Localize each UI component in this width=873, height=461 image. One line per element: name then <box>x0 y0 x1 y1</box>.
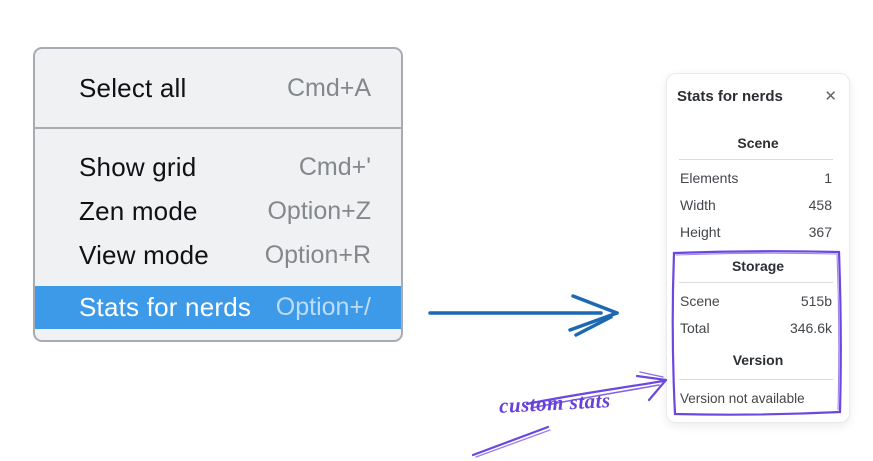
close-icon[interactable]: ✕ <box>824 88 837 105</box>
stat-row-scene-storage: Scene 515b <box>667 287 849 314</box>
menu-item-shortcut: Option+/ <box>275 293 371 321</box>
stat-value: 367 <box>808 223 832 240</box>
section-divider <box>679 159 833 160</box>
menu-item-show-grid[interactable]: Show grid Cmd+' <box>35 145 401 189</box>
menu-item-shortcut: Cmd+A <box>286 73 371 102</box>
menu-item-shortcut: Cmd+' <box>298 152 371 181</box>
section-divider <box>679 282 833 283</box>
stat-row-elements: Elements 1 <box>667 164 849 191</box>
menu-item-shortcut: Option+Z <box>267 196 371 225</box>
stat-label: Height <box>680 223 721 240</box>
stat-value: 458 <box>808 196 832 213</box>
stat-label: Elements <box>680 169 739 186</box>
menu-item-label: View mode <box>79 239 209 270</box>
stats-panel-title: Stats for nerds <box>677 88 783 105</box>
menu-item-label: Select all <box>79 72 187 103</box>
menu-item-stats-for-nerds[interactable]: Stats for nerds Option+/ <box>35 286 401 329</box>
annotation-line <box>471 425 551 458</box>
version-note: Version not available <box>680 391 805 406</box>
stat-row-total-storage: Total 346.6k <box>667 314 849 341</box>
menu-item-select-all[interactable]: Select all Cmd+A <box>35 66 401 110</box>
annotation-arrow-icon <box>525 371 668 409</box>
stat-value: 1 <box>824 169 832 186</box>
stat-value: 515b <box>800 292 832 309</box>
stats-panel: Stats for nerds ✕ Scene Elements 1 Width… <box>666 73 850 423</box>
menu-item-label: Stats for nerds <box>79 292 252 322</box>
stat-label: Total <box>680 319 710 336</box>
menu-item-zen-mode[interactable]: Zen mode Option+Z <box>35 189 401 233</box>
stat-row-height: Height 367 <box>667 218 849 245</box>
stat-value: 346.6k <box>789 319 832 336</box>
scene-section-heading: Scene <box>737 135 779 151</box>
menu-item-view-mode[interactable]: View mode Option+R <box>35 233 401 277</box>
version-section-heading: Version <box>732 352 784 368</box>
menu-item-label: Zen mode <box>79 195 198 226</box>
storage-section-heading: Storage <box>731 258 785 274</box>
menu-divider <box>35 127 401 129</box>
stat-row-width: Width 458 <box>667 191 849 218</box>
menu-item-label: Show grid <box>79 151 197 182</box>
menu-item-shortcut: Option+R <box>264 240 371 269</box>
flow-arrow-icon <box>428 294 619 337</box>
context-menu: Select all Cmd+A Show grid Cmd+' Zen mod… <box>33 47 403 342</box>
annotation-label: custom stats <box>498 388 612 418</box>
stat-label: Scene <box>680 292 720 309</box>
stat-label: Width <box>680 196 716 213</box>
